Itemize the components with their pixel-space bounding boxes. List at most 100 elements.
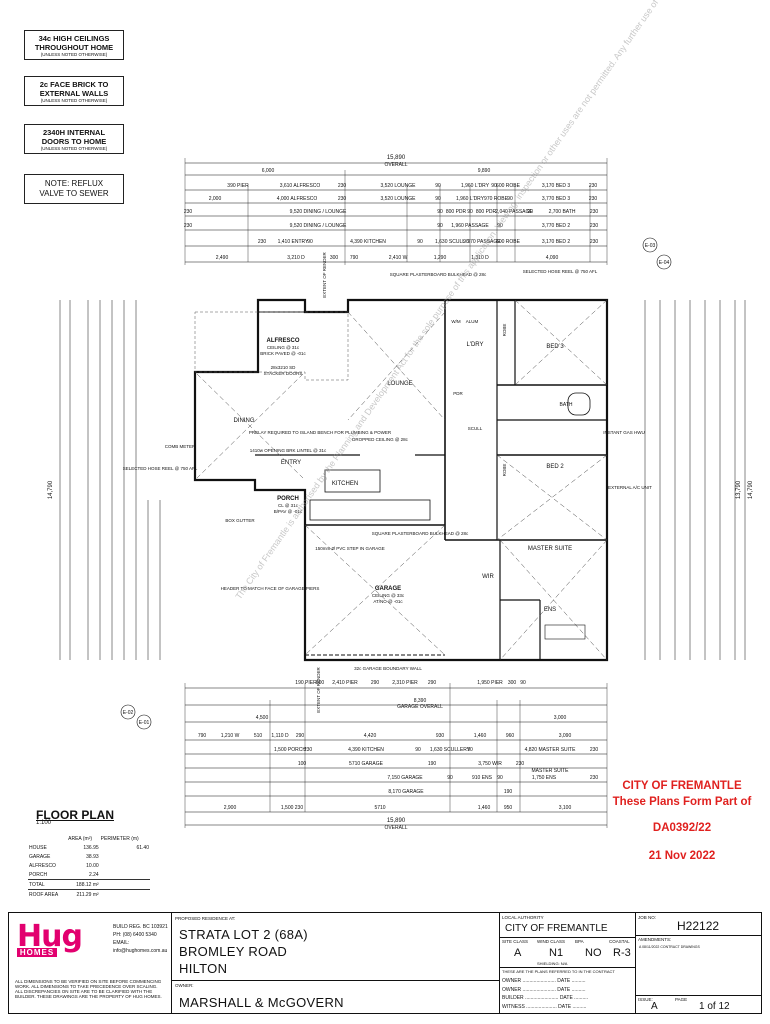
dim-b6-4: 1,750 ENS bbox=[532, 775, 557, 781]
dim-r2-0: 2,000 bbox=[209, 196, 222, 202]
dim-garage-overall: 8,390 bbox=[414, 698, 427, 704]
area-header: AREA (m²) bbox=[68, 835, 93, 842]
extent-render-bottom: EXTENT OF RENDER bbox=[316, 667, 321, 713]
dim-r1-7: 600 ROBE bbox=[496, 183, 521, 189]
dim-r5-0: 230 bbox=[258, 239, 267, 245]
comb-meter: COMB METER bbox=[165, 444, 196, 449]
dim-b4-7: 230 bbox=[590, 747, 599, 753]
dim-b7-0: 8,170 GARAGE bbox=[388, 789, 424, 795]
site-class: A bbox=[514, 947, 522, 959]
dim-r2-5: 1,960 L'DRY bbox=[456, 196, 485, 202]
address-line1: STRATA LOT 2 (68A) bbox=[179, 927, 308, 942]
dim-r2-3: 3,520 LOUNGE bbox=[380, 196, 416, 202]
site-class-label: SITE CLASS bbox=[502, 939, 529, 944]
hug-homes-logo: Hug HOMES bbox=[17, 919, 83, 957]
perimeter-header: PERIMETER (m) bbox=[100, 835, 139, 842]
issue: A bbox=[651, 1001, 658, 1012]
dim-9890: 9,890 bbox=[478, 168, 491, 174]
dim-r5-8: 600 ROBE bbox=[496, 239, 521, 245]
garage-floor: AT/NO @ -01c bbox=[373, 599, 403, 604]
dim-b5-3: 3,750 WIR bbox=[478, 761, 502, 767]
owner-name: MARSHALL & McGOVERN bbox=[179, 995, 344, 1010]
signature-block: OWNER ........................ DATE ....… bbox=[502, 978, 589, 1010]
issue-label: ISSUE: bbox=[638, 997, 653, 1002]
dim-r5-9: 3,170 BED 2 bbox=[542, 239, 571, 245]
dim-b8-3: 1,460 bbox=[478, 805, 491, 811]
dim-r4-1: 9,520 DINING / LOUNGE bbox=[290, 223, 347, 229]
dim-b6-2: 910 ENS bbox=[472, 775, 493, 781]
dim-r5-10: 230 bbox=[590, 239, 599, 245]
dim-r3-9: 230 bbox=[590, 209, 599, 215]
dim-b8-2: 5710 bbox=[374, 805, 385, 811]
dim-b1-3: 290 bbox=[371, 680, 380, 686]
dim-b2-0: 4,500 bbox=[256, 715, 269, 721]
dim-b6-3: 90 bbox=[497, 775, 503, 781]
dim-b1-7: 300 bbox=[508, 680, 517, 686]
instant-hwu: INSTANT GAS HWU bbox=[603, 430, 645, 435]
job-number: H22122 bbox=[677, 919, 720, 933]
dim-b8-5: 3,100 bbox=[559, 805, 572, 811]
dim-r5-2: 90 bbox=[307, 239, 313, 245]
dim-r2-6: 970 ROBE bbox=[484, 196, 509, 202]
local-authority-label: LOCAL AUTHORITY bbox=[502, 915, 544, 920]
porch-floor: B/PAV @ -01c bbox=[274, 509, 303, 514]
bpa-label: BPA bbox=[575, 939, 584, 944]
dim-r1-3: 3,520 LOUNGE bbox=[380, 183, 416, 189]
dim-b1-8: 90 bbox=[520, 680, 526, 686]
room-lounge: LOUNGE bbox=[387, 381, 412, 387]
dim-b5-2: 190 bbox=[428, 761, 437, 767]
floor-plan-scale: 1:100 bbox=[36, 820, 52, 826]
dim-b4-0: 1,500 PORCH bbox=[274, 747, 306, 753]
room-entry: ENTRY bbox=[281, 460, 301, 466]
dim-r2-2: 230 bbox=[338, 196, 347, 202]
dim-overall-bottom: 15,890 bbox=[387, 818, 406, 824]
dim-r3-0: 230 bbox=[184, 209, 193, 215]
dim-b3-7: 1,460 bbox=[474, 733, 487, 739]
garage-ceiling: CEILING @ 33c bbox=[372, 593, 405, 598]
dim-r3-1: 9,520 DINING / LOUNGE bbox=[290, 209, 347, 215]
dim-r3-8: 2,700 BATH bbox=[549, 209, 576, 215]
porch-ceiling: CL @ 31c bbox=[278, 503, 299, 508]
dim-b8-1: 1,500 230 bbox=[281, 805, 303, 811]
dim-r4-5: 3,770 BED 2 bbox=[542, 223, 571, 229]
job-label: JOB NO: bbox=[638, 915, 657, 920]
dim-b5-1: 5710 GARAGE bbox=[349, 761, 384, 767]
dim-r6-1: 3,210 D bbox=[287, 255, 305, 261]
dim-r4-4: 90 bbox=[497, 223, 503, 229]
room-dining: DINING bbox=[234, 418, 255, 424]
box-gutter: BOX GUTTER bbox=[225, 518, 255, 523]
dim-b4-3: 90 bbox=[415, 747, 421, 753]
local-authority: CITY OF FREMANTLE bbox=[505, 923, 608, 934]
marker-e02: E-02 bbox=[123, 710, 134, 716]
bpa: NO bbox=[585, 947, 602, 959]
room-pdr: PDR bbox=[453, 391, 463, 396]
approval-stamp-line1: CITY OF FREMANTLE bbox=[622, 780, 742, 792]
approval-stamp-line2: These Plans Form Part of bbox=[612, 796, 752, 808]
dim-r6-2: 300 bbox=[330, 255, 339, 261]
email-link[interactable]: info@hughomes.com.au bbox=[113, 948, 168, 954]
dim-r6-4: 2,410 W bbox=[389, 255, 408, 261]
dim-b1-4: 2,310 PIER bbox=[392, 680, 418, 686]
floor-plan-title: FLOOR PLAN bbox=[36, 808, 114, 822]
room-ens: ENS bbox=[544, 607, 556, 613]
opening-note: 1410w OPENING BRK LINTEL @ 31c bbox=[250, 448, 327, 453]
step-in-garage: 150mm Ø PVC STEP IN GARAGE bbox=[315, 546, 384, 551]
dim-r5-3: 4,390 KITCHEN bbox=[350, 239, 386, 245]
bulkhead-note-2: SQUARE PLASTERBOARD BULKHEAD @ 28c bbox=[372, 531, 469, 536]
room-robe-bed2: ROBE bbox=[502, 464, 507, 477]
room-master: MASTER SUITE bbox=[528, 546, 572, 552]
amendments-label: AMENDMENTS: bbox=[638, 937, 672, 942]
legal-notes: ALL DIMENSIONS TO BE VERIFIED ON SITE BE… bbox=[15, 979, 162, 999]
approval-stamp-date: 21 Nov 2022 bbox=[648, 850, 716, 862]
dim-garage-overall-label: GARAGE OVERALL bbox=[397, 704, 443, 710]
alfresco-ceiling: CEILING @ 31c bbox=[267, 345, 300, 350]
contract-note: THESE ARE THE PLANS REFERRED TO IN THE C… bbox=[502, 969, 615, 974]
dim-r3-3: 800 PDR bbox=[446, 209, 467, 215]
dim-r4-6: 230 bbox=[590, 223, 599, 229]
room-alum: ALUM bbox=[466, 319, 479, 324]
approval-stamp-da: DA0392/22 bbox=[652, 822, 712, 834]
dim-r1-1: 3,610 ALFRESCO bbox=[280, 183, 321, 189]
